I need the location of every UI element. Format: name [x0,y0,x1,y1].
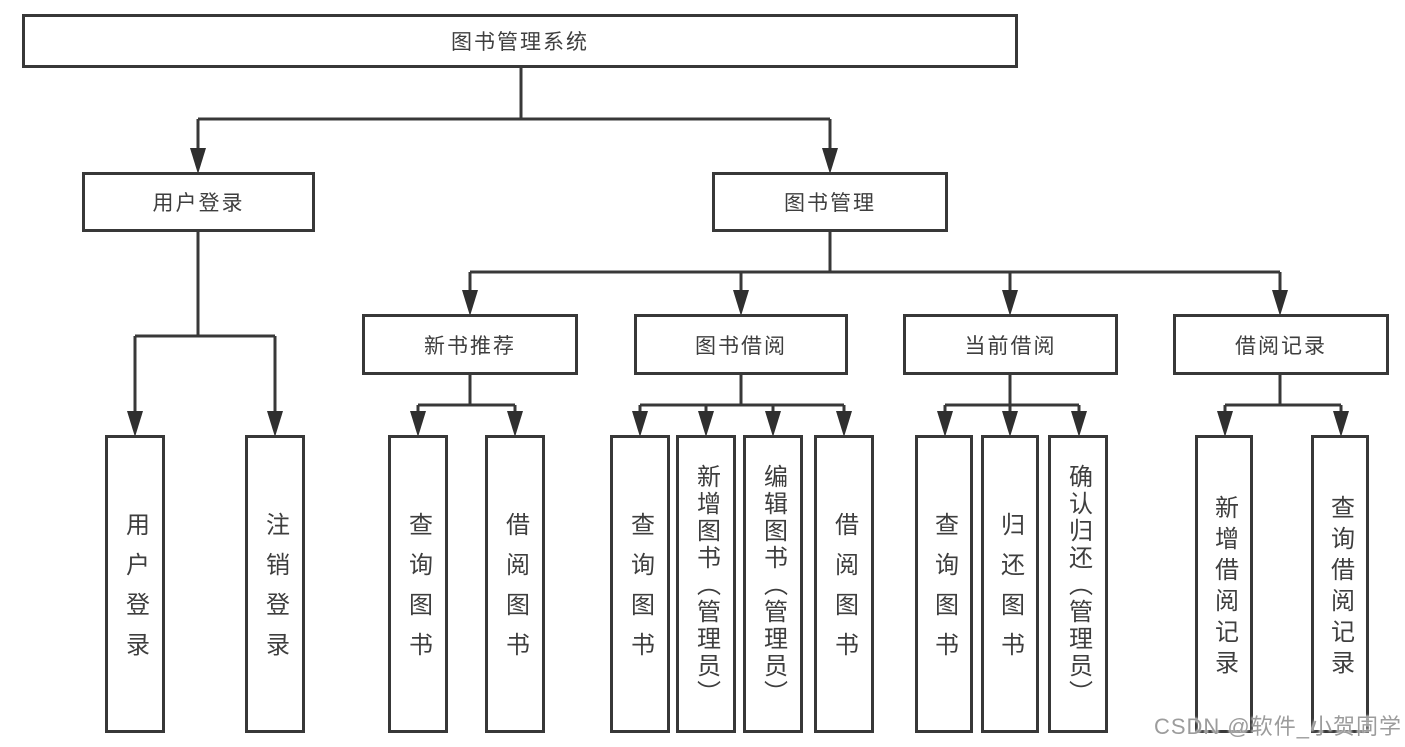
node-current-borrowing: 当前借阅 [903,314,1118,375]
node-borrow-records-label: 借阅记录 [1235,334,1327,358]
node-user-login: 用户登录 [82,172,315,232]
leaf-current-query-books: 查询图书 [915,435,973,733]
leaf-borrowing-query-books-label: 查询图书 [626,512,654,672]
leaf-borrowing-borrow-books-label: 借阅图书 [830,512,858,672]
leaf-current-query-books-label: 查询图书 [930,512,958,672]
leaf-current-confirm-return-admin: 确认归还（管理员） [1048,435,1108,733]
leaf-current-return-books-label: 归还图书 [996,512,1024,672]
leaf-records-query-record: 查询借阅记录 [1311,435,1369,733]
leaf-newbooks-query-books-label: 查询图书 [404,512,432,672]
node-new-book-recommend: 新书推荐 [362,314,578,375]
node-book-management: 图书管理 [712,172,948,232]
leaf-records-add-record-label: 新增借阅记录 [1210,494,1238,681]
node-book-borrowing-label: 图书借阅 [695,334,787,358]
leaf-newbooks-borrow-books: 借阅图书 [485,435,545,733]
leaf-borrowing-add-books-admin: 新增图书（管理员） [676,435,736,733]
leaf-logout: 注销登录 [245,435,305,733]
leaf-newbooks-query-books: 查询图书 [388,435,448,733]
leaf-borrowing-edit-books-admin-label: 编辑图书（管理员） [759,464,787,707]
node-user-login-label: 用户登录 [152,192,245,215]
leaf-current-return-books: 归还图书 [981,435,1039,733]
node-current-borrowing-label: 当前借阅 [964,334,1057,358]
node-root-label: 图书管理系统 [451,31,589,54]
leaf-newbooks-borrow-books-label: 借阅图书 [501,512,529,672]
node-book-management-label: 图书管理 [784,192,876,215]
leaf-logout-label: 注销登录 [261,512,289,672]
leaf-borrowing-query-books: 查询图书 [610,435,670,733]
arrowheads [127,148,1349,437]
leaf-user-login-label: 用户登录 [121,512,149,672]
leaf-records-add-record: 新增借阅记录 [1195,435,1253,733]
node-borrow-records: 借阅记录 [1173,314,1389,375]
leaf-current-confirm-return-admin-label: 确认归还（管理员） [1064,464,1092,707]
leaf-borrowing-borrow-books: 借阅图书 [814,435,874,733]
node-book-borrowing: 图书借阅 [634,314,848,375]
node-new-book-recommend-label: 新书推荐 [424,334,516,358]
leaf-user-login: 用户登录 [105,435,165,733]
leaf-records-query-record-label: 查询借阅记录 [1326,494,1354,681]
leaf-borrowing-edit-books-admin: 编辑图书（管理员） [743,435,803,733]
leaf-borrowing-add-books-admin-label: 新增图书（管理员） [692,464,720,707]
node-root-system: 图书管理系统 [22,14,1018,68]
